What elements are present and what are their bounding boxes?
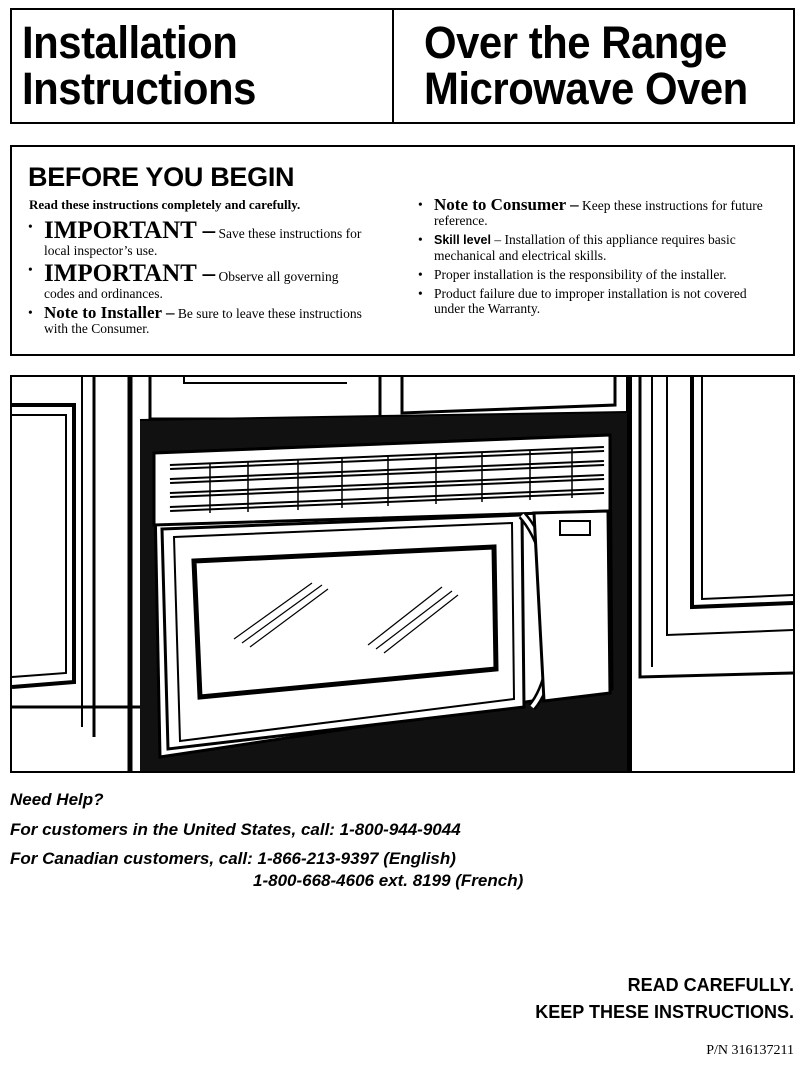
left-column: • IMPORTANT – Save these instructions fo…	[26, 217, 366, 338]
help-title: Need Help?	[10, 790, 104, 809]
header-title-right: Over the Range Microwave Oven	[391, 10, 794, 122]
list-item: • IMPORTANT – Observe all governing code…	[26, 260, 366, 301]
part-number: P/N 316137211	[706, 1043, 794, 1058]
microwave-illustration	[10, 375, 795, 773]
item-text: Keep these instructions for future refer…	[434, 198, 763, 228]
bullet-icon: •	[418, 286, 423, 301]
microwave-drawing	[12, 377, 793, 771]
item-lead: Note to Consumer –	[434, 195, 579, 214]
item-lead: IMPORTANT –	[44, 260, 216, 287]
product-line-2: Microwave Oven	[423, 63, 748, 114]
list-item: • Product failure due to improper instal…	[416, 286, 776, 316]
item-text: Save these instructions for local inspec…	[44, 226, 362, 258]
bullet-icon: •	[28, 219, 33, 234]
list-item: • Note to Consumer – Keep these instruct…	[416, 195, 776, 228]
item-text: Proper installation is the responsibilit…	[434, 267, 727, 282]
before-you-begin-box: BEFORE YOU BEGIN Read these instructions…	[10, 145, 795, 356]
bullet-icon: •	[418, 197, 423, 212]
closing-note: READ CAREFULLY. KEEP THESE INSTRUCTIONS.	[535, 972, 794, 1026]
list-item: • Note to Installer – Be sure to leave t…	[26, 303, 366, 336]
item-lead: IMPORTANT –	[44, 217, 216, 244]
title-line-2: Instructions	[22, 63, 256, 114]
item-text: Be sure to leave these instructions with…	[44, 306, 362, 336]
header-title-left: Installation Instructions	[12, 10, 392, 122]
item-lead: Skill level	[434, 233, 491, 247]
bullet-icon: •	[28, 305, 33, 320]
help-us-phone: For customers in the United States, call…	[10, 820, 461, 839]
list-item: • IMPORTANT – Save these instructions fo…	[26, 217, 366, 258]
intro-text: Read these instructions completely and c…	[29, 197, 301, 212]
title-line-1: Installation	[22, 17, 238, 68]
bullet-icon: •	[418, 267, 423, 282]
item-lead: Note to Installer –	[44, 303, 175, 322]
help-canada-french-phone: 1-800-668-4606 ext. 8199 (French)	[253, 871, 524, 890]
list-item: • Skill level – Installation of this app…	[416, 232, 776, 263]
item-text: – Installation of this appliance require…	[434, 232, 736, 263]
right-column: • Note to Consumer – Keep these instruct…	[416, 195, 776, 320]
product-line-1: Over the Range	[423, 17, 727, 68]
section-heading: BEFORE YOU BEGIN	[28, 162, 295, 192]
bullet-icon: •	[28, 262, 33, 277]
item-text: Observe all governing codes and ordinanc…	[44, 269, 339, 301]
closing-line-2: KEEP THESE INSTRUCTIONS.	[535, 1002, 794, 1022]
document-header: Installation Instructions Over the Range…	[10, 8, 795, 124]
closing-line-1: READ CAREFULLY.	[627, 975, 794, 995]
help-canada-phone: For Canadian customers, call: 1-866-213-…	[10, 849, 456, 868]
list-item: • Proper installation is the responsibil…	[416, 267, 776, 282]
item-text: Product failure due to improper installa…	[434, 286, 747, 316]
bullet-icon: •	[418, 232, 423, 247]
